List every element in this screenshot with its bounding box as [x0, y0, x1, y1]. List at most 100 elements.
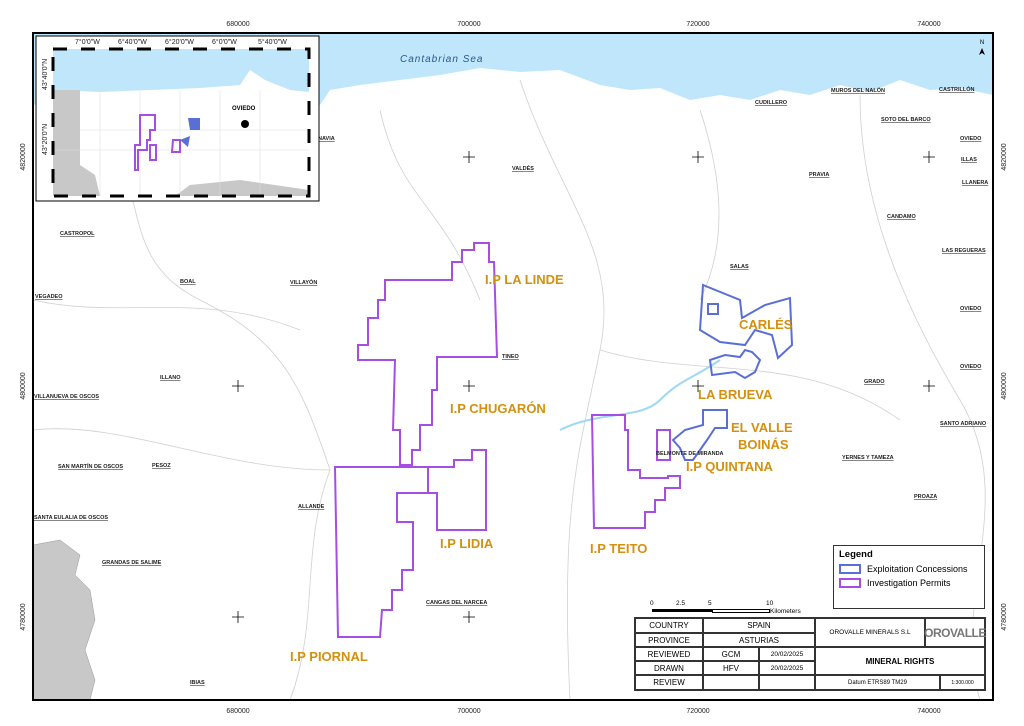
- x-tick: 720000: [686, 708, 709, 715]
- investigation-permits: [333, 242, 681, 638]
- x-tick: 700000: [457, 21, 480, 28]
- concession-la-brueva: [708, 348, 762, 380]
- svg-text:6°40'0"W: 6°40'0"W: [118, 38, 147, 46]
- area-label: I.P CHUGARÓN: [450, 401, 546, 416]
- svg-text:BOAL: BOAL: [180, 279, 196, 285]
- svg-text:CANDAMO: CANDAMO: [887, 214, 916, 220]
- svg-text:SALAS: SALAS: [730, 264, 749, 270]
- company-logo: OROVALLE: [924, 618, 986, 647]
- area-label: I.P TEITO: [590, 541, 647, 556]
- permit-piornal: [333, 466, 429, 638]
- scale-tick: 5: [708, 600, 712, 607]
- investigation-swatch: [839, 578, 861, 588]
- reviewed-by: GCM: [703, 647, 759, 661]
- svg-text:PROAZA: PROAZA: [914, 494, 937, 500]
- legend-item: Exploitation Concessions: [839, 564, 979, 574]
- province-label: PROVINCE: [635, 633, 703, 647]
- svg-text:VILLAYÓN: VILLAYÓN: [290, 278, 317, 286]
- x-tick: 680000: [226, 21, 249, 28]
- drawn-label: DRAWN: [635, 661, 703, 675]
- y-tick: 4800000: [20, 372, 27, 399]
- svg-text:OVIEDO: OVIEDO: [960, 306, 982, 312]
- svg-text:IBIAS: IBIAS: [190, 680, 205, 686]
- permit-teito: [590, 414, 681, 529]
- svg-text:VEGADEO: VEGADEO: [35, 294, 63, 300]
- svg-text:CANGAS DEL NARCEA: CANGAS DEL NARCEA: [426, 600, 487, 606]
- permit-la-linde-chugaron: [357, 242, 499, 466]
- review-date: [759, 675, 815, 690]
- svg-text:MUROS DEL NALÓN: MUROS DEL NALÓN: [831, 86, 885, 94]
- area-label: BOINÁS: [738, 437, 789, 452]
- north-arrow: N: [979, 40, 985, 55]
- svg-text:ALLANDE: ALLANDE: [298, 504, 325, 510]
- svg-text:CASTRILLÓN: CASTRILLÓN: [939, 85, 974, 93]
- x-tick: 700000: [457, 708, 480, 715]
- sea-label: Cantabrian Sea: [400, 54, 484, 65]
- country-value: SPAIN: [703, 618, 815, 633]
- svg-text:LLANERA: LLANERA: [962, 180, 988, 186]
- title-block: COUNTRY SPAIN PROVINCE ASTURIAS REVIEWED…: [634, 617, 986, 691]
- svg-text:ILLAS: ILLAS: [961, 157, 977, 163]
- svg-text:6°20'0"W: 6°20'0"W: [165, 38, 194, 46]
- x-tick: 720000: [686, 21, 709, 28]
- svg-text:PRAVIA: PRAVIA: [809, 172, 829, 178]
- svg-text:5°40'0"W: 5°40'0"W: [258, 38, 287, 46]
- map-frame: [32, 32, 994, 701]
- svg-text:VALDÉS: VALDÉS: [512, 164, 534, 172]
- x-tick: 740000: [917, 708, 940, 715]
- company-name: OROVALLE MINERALS S.L: [815, 618, 925, 647]
- y-tick: 4780000: [20, 603, 27, 630]
- concession-el-valle-boinas: [671, 409, 728, 461]
- area-label: I.P PIORNAL: [290, 649, 368, 664]
- scale-tick: 0: [650, 600, 654, 607]
- review-by: [703, 675, 759, 690]
- svg-text:43°20'0"N: 43°20'0"N: [41, 124, 49, 155]
- map-scale: 1:300.000: [940, 675, 985, 690]
- svg-text:NAVIA: NAVIA: [318, 136, 335, 142]
- scale-tick: 2.5: [676, 600, 686, 607]
- svg-text:SANTO ADRIANO: SANTO ADRIANO: [940, 421, 987, 427]
- svg-text:OVIEDO: OVIEDO: [960, 364, 982, 370]
- svg-text:ILLANO: ILLANO: [160, 375, 181, 381]
- legend-item: Investigation Permits: [839, 578, 979, 588]
- country-label: COUNTRY: [635, 618, 703, 633]
- permit-quintana: [656, 429, 671, 461]
- y-tick: 4780000: [1001, 603, 1008, 630]
- svg-text:CASTROPOL: CASTROPOL: [60, 231, 95, 237]
- drawn-date: 20/02/2025: [759, 661, 815, 675]
- svg-text:6°0'0"W: 6°0'0"W: [212, 38, 237, 46]
- legend: Legend Exploitation Concessions Investig…: [833, 545, 985, 609]
- svg-text:SAN MARTÍN DE OSCOS: SAN MARTÍN DE OSCOS: [58, 462, 123, 470]
- svg-text:TINEO: TINEO: [502, 354, 520, 360]
- concession-carles-inner: [707, 303, 719, 315]
- svg-text:43°40'0"N: 43°40'0"N: [41, 59, 49, 90]
- svg-text:VILLANUEVA DE OSCOS: VILLANUEVA DE OSCOS: [34, 394, 99, 400]
- inset-map: OVIEDO 7°0'0"W 6°40'0"W 6°20'0"W 6°0'0"W…: [35, 35, 320, 202]
- municipality-labels: NAVIA VALDÉS CUDILLERO MUROS DEL NALÓN C…: [34, 85, 988, 686]
- svg-text:7°0'0"W: 7°0'0"W: [75, 38, 100, 46]
- svg-text:SANTA EULALIA DE OSCOS: SANTA EULALIA DE OSCOS: [34, 515, 108, 521]
- area-label: EL VALLE: [731, 420, 793, 435]
- svg-text:GRADO: GRADO: [864, 379, 885, 385]
- svg-text:OVIEDO: OVIEDO: [960, 136, 982, 142]
- legend-label: Exploitation Concessions: [867, 564, 968, 574]
- area-label: CARLÉS: [739, 317, 793, 332]
- legend-title: Legend: [839, 549, 873, 560]
- reviewed-date: 20/02/2025: [759, 647, 815, 661]
- datum: Datum ETRS89 TM29: [815, 675, 940, 690]
- svg-text:LAS REGUERAS: LAS REGUERAS: [942, 248, 986, 254]
- review-label: REVIEW: [635, 675, 703, 690]
- x-tick: 680000: [226, 708, 249, 715]
- area-label: I.P LA LINDE: [485, 272, 564, 287]
- area-label: LA BRUEVA: [698, 387, 773, 402]
- y-tick: 4820000: [20, 143, 27, 170]
- scale-tick: 10: [766, 600, 774, 607]
- permit-lidia: [427, 449, 487, 531]
- grid-crosses: [232, 151, 935, 623]
- svg-text:CUDILLERO: CUDILLERO: [755, 100, 788, 106]
- x-tick: 740000: [917, 21, 940, 28]
- svg-text:BELMONTE DE MIRANDA: BELMONTE DE MIRANDA: [656, 451, 724, 457]
- svg-text:GRANDAS DE SALIME: GRANDAS DE SALIME: [102, 560, 162, 566]
- inset-city-label: OVIEDO: [232, 106, 256, 112]
